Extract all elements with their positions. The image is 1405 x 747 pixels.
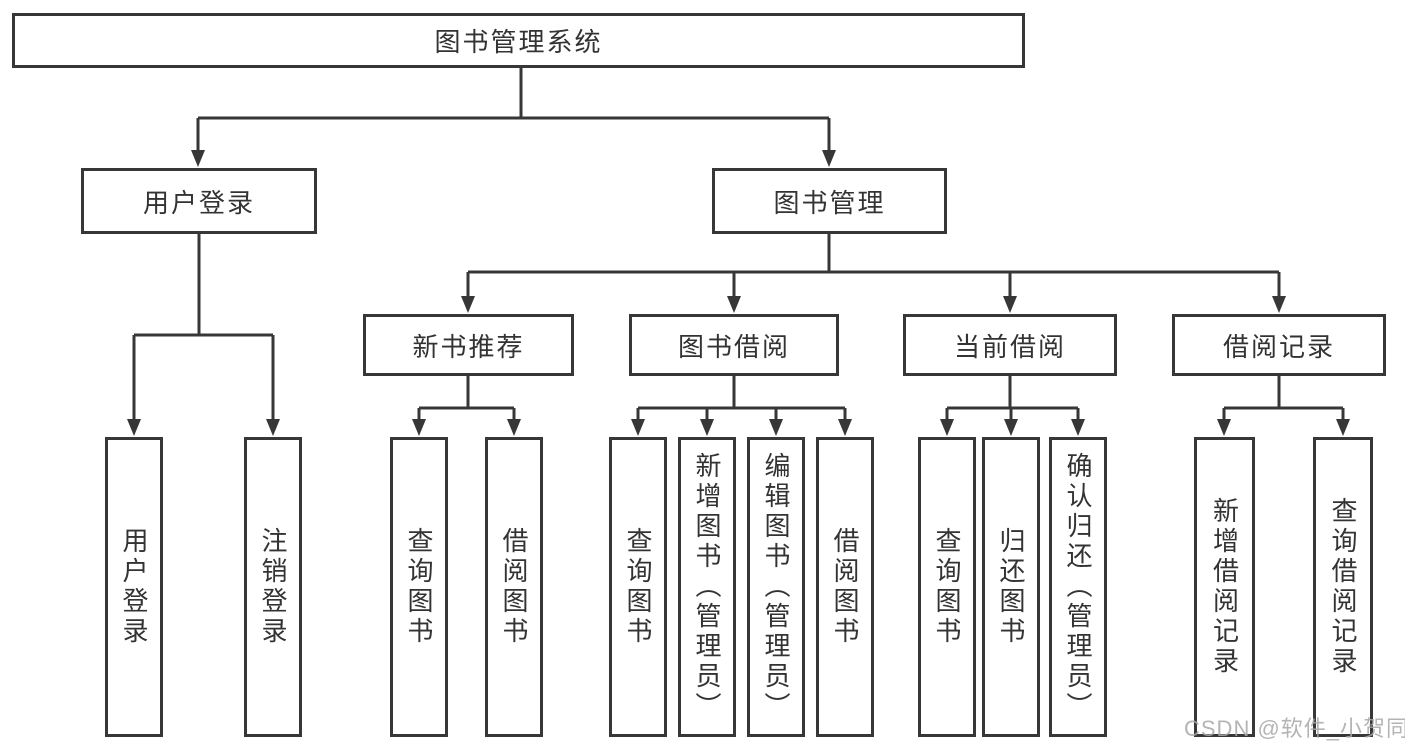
leaf-query-borrow-record: 查询借阅记录 bbox=[1313, 437, 1373, 737]
arrowhead-icon bbox=[700, 419, 714, 436]
arrowhead-icon bbox=[1217, 419, 1231, 436]
arrowhead-icon bbox=[838, 419, 852, 436]
arrowhead-icon bbox=[940, 419, 954, 436]
node-label: 新增图书（管理员） bbox=[692, 452, 722, 722]
arrowhead-icon bbox=[1071, 419, 1085, 436]
connector-borrowing-records bbox=[1222, 376, 1345, 421]
connector-current-borrowing bbox=[945, 376, 1080, 421]
node-new-book-recommend: 新书推荐 bbox=[363, 314, 574, 376]
node-label: 查询图书 bbox=[623, 527, 653, 647]
node-current-borrowing: 当前借阅 bbox=[903, 314, 1117, 376]
node-label: 查询图书 bbox=[932, 527, 962, 647]
connector-root bbox=[196, 68, 831, 152]
leaf-borrow-books-borrowing: 借阅图书 bbox=[816, 437, 874, 737]
connector-book-management bbox=[466, 234, 1281, 298]
arrowhead-icon bbox=[1003, 296, 1017, 313]
leaf-return-books: 归还图书 bbox=[982, 437, 1040, 737]
node-book-management: 图书管理 bbox=[712, 168, 947, 234]
node-label: 借阅图书 bbox=[830, 527, 860, 647]
arrowhead-icon bbox=[769, 419, 783, 436]
connector-book-borrowing bbox=[636, 376, 847, 421]
node-label: 归还图书 bbox=[996, 527, 1026, 647]
leaf-query-books-current: 查询图书 bbox=[918, 437, 976, 737]
node-label: 注销登录 bbox=[258, 527, 288, 647]
arrowhead-icon bbox=[822, 150, 836, 167]
leaf-logout: 注销登录 bbox=[244, 437, 302, 737]
node-label: 借阅记录 bbox=[1222, 331, 1335, 362]
leaf-edit-book-admin: 编辑图书（管理员） bbox=[747, 437, 805, 737]
leaf-add-borrow-record: 新增借阅记录 bbox=[1194, 437, 1255, 737]
node-label: 查询图书 bbox=[404, 527, 434, 647]
node-label: 确认归还（管理员） bbox=[1063, 452, 1093, 722]
leaf-borrow-books-recommend: 借阅图书 bbox=[485, 437, 543, 737]
node-label: 查询借阅记录 bbox=[1328, 497, 1358, 677]
node-label: 编辑图书（管理员） bbox=[761, 452, 791, 722]
node-label: 图书借阅 bbox=[677, 331, 790, 362]
node-book-borrowing: 图书借阅 bbox=[629, 314, 839, 376]
arrowhead-icon bbox=[507, 419, 521, 436]
node-label: 用户登录 bbox=[119, 527, 149, 647]
connector-user-login bbox=[132, 234, 275, 421]
watermark: CSDN @软件_小贺同学 bbox=[1184, 716, 1405, 741]
arrowhead-icon bbox=[1336, 419, 1350, 436]
node-label: 新书推荐 bbox=[412, 331, 525, 362]
node-borrowing-records: 借阅记录 bbox=[1172, 314, 1386, 376]
node-user-login: 用户登录 bbox=[81, 168, 317, 234]
arrowhead-icon bbox=[1272, 296, 1286, 313]
leaf-query-books-recommend: 查询图书 bbox=[390, 437, 448, 737]
node-root: 图书管理系统 bbox=[12, 13, 1025, 68]
node-label: 用户登录 bbox=[142, 187, 255, 218]
node-label: 新增借阅记录 bbox=[1209, 497, 1240, 677]
arrowhead-icon bbox=[191, 150, 205, 167]
leaf-query-books-borrowing: 查询图书 bbox=[609, 437, 667, 737]
node-label: 图书管理系统 bbox=[434, 27, 603, 57]
arrowhead-icon bbox=[631, 419, 645, 436]
leaf-user-login: 用户登录 bbox=[105, 437, 163, 737]
arrowhead-icon bbox=[412, 419, 426, 436]
leaf-confirm-return-admin: 确认归还（管理员） bbox=[1049, 437, 1107, 737]
arrowhead-icon bbox=[461, 296, 475, 313]
node-label: 图书管理 bbox=[773, 187, 886, 218]
node-label: 借阅图书 bbox=[499, 527, 529, 647]
leaf-add-book-admin: 新增图书（管理员） bbox=[678, 437, 736, 737]
connector-new-book-recommend bbox=[417, 376, 516, 421]
node-label: 当前借阅 bbox=[953, 331, 1066, 362]
arrowhead-icon bbox=[127, 419, 141, 436]
arrowhead-icon bbox=[1004, 419, 1018, 436]
arrowhead-icon bbox=[727, 296, 741, 313]
arrowhead-icon bbox=[266, 419, 280, 436]
